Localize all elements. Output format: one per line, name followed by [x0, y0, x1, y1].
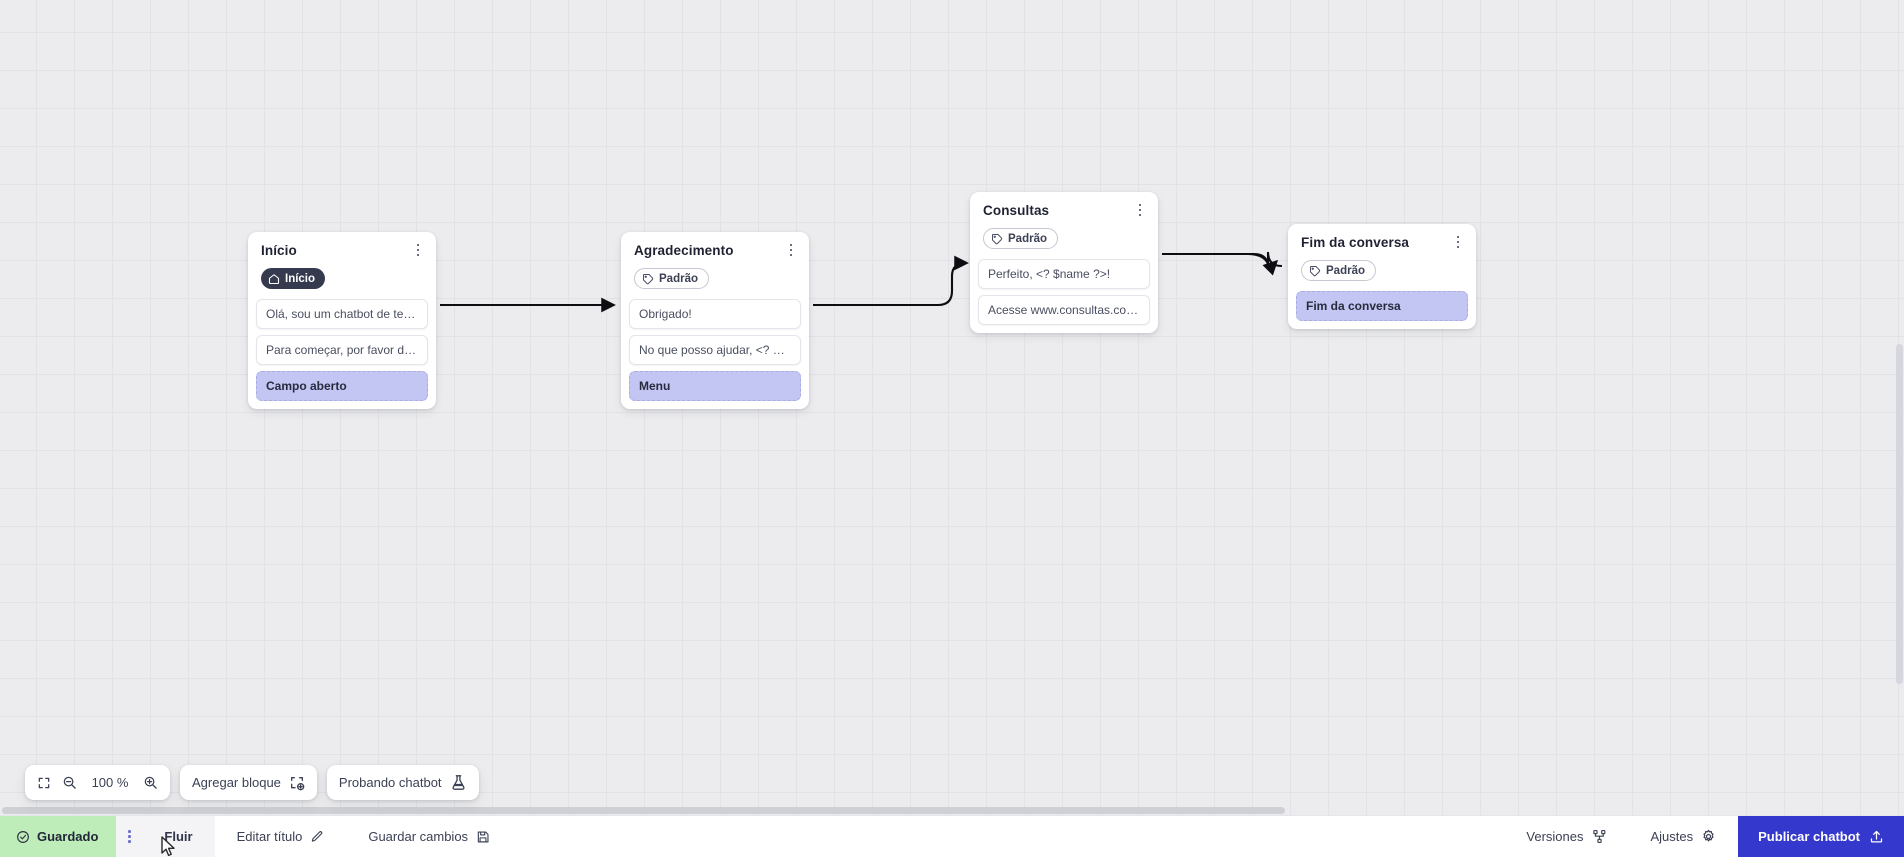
- test-chatbot-button[interactable]: Probando chatbot: [339, 774, 467, 791]
- check-circle-icon: [17, 830, 29, 843]
- tag-icon: [992, 233, 1003, 244]
- node-title: Fim da conversa: [1301, 235, 1410, 250]
- tab-fluir[interactable]: Fluir: [142, 816, 215, 857]
- flow-node-agradecimento[interactable]: Agradecimento Padrão Obrigado! No que po…: [621, 232, 809, 409]
- edit-title-button[interactable]: Editar título: [215, 816, 347, 857]
- zoom-controls: 100 %: [25, 765, 170, 800]
- gear-icon: [1703, 829, 1714, 842]
- test-chatbot-label: Probando chatbot: [338, 775, 442, 790]
- edge-consultas-fim: [1162, 251, 1283, 269]
- status-bar-left: Guardado Fluir Editar título Guardar cam…: [0, 816, 512, 857]
- node-message[interactable]: Olá, sou um chatbot de teste!: [256, 298, 428, 329]
- node-body: Olá, sou um chatbot de teste! Para começ…: [248, 298, 436, 409]
- horizontal-scrollbar-thumb[interactable]: [2, 807, 1285, 814]
- home-icon: [268, 273, 280, 284]
- node-option[interactable]: Fim da conversa: [1296, 290, 1468, 321]
- node-badge-default: Padrão: [983, 228, 1058, 249]
- test-chatbot-group: Probando chatbot: [326, 765, 479, 800]
- tag-icon: [1310, 265, 1321, 276]
- flow-node-fim-da-conversa[interactable]: Fim da conversa Padrão Fim da conversa: [1288, 224, 1476, 329]
- node-badge-label: Padrão: [1008, 232, 1047, 245]
- add-block-button[interactable]: Agregar bloque: [192, 775, 305, 791]
- settings-label: Ajustes: [1650, 829, 1694, 844]
- flow-node-consultas[interactable]: Consultas Padrão Perfeito, <? $name ?>! …: [970, 192, 1158, 333]
- status-bar-right: Versiones Ajustes Publicar chatbot: [1504, 816, 1904, 857]
- edit-title-label: Editar título: [236, 829, 303, 844]
- node-menu-button[interactable]: [1450, 233, 1466, 251]
- node-badge-default: Padrão: [634, 268, 709, 289]
- tag-icon: [643, 273, 654, 284]
- node-menu-button[interactable]: [783, 241, 799, 259]
- branch-icon: [1592, 829, 1605, 844]
- pencil-icon: [312, 830, 323, 842]
- saved-status-label: Guardado: [37, 829, 99, 844]
- edge-consultas-fim-curve: [1162, 252, 1279, 276]
- tab-fluir-label: Fluir: [164, 829, 193, 844]
- settings-button[interactable]: Ajustes: [1629, 816, 1739, 857]
- node-message[interactable]: No que posso ajudar, <? $name ...: [629, 334, 801, 365]
- node-message[interactable]: Acesse www.consultas.com par...: [978, 294, 1150, 325]
- vertical-dots-icon: [128, 829, 131, 845]
- node-title: Agradecimento: [634, 243, 734, 258]
- zoom-out-icon[interactable]: [62, 775, 77, 790]
- save-changes-button[interactable]: Guardar cambios: [346, 816, 512, 857]
- node-header: Fim da conversa Padrão: [1288, 224, 1476, 291]
- add-block-label: Agregar bloque: [192, 775, 281, 790]
- node-badge-start: Início: [261, 268, 326, 289]
- node-badge-label: Padrão: [659, 272, 698, 285]
- flow-options-menu-button[interactable]: [116, 816, 143, 857]
- node-body: Obrigado! No que posso ajudar, <? $name …: [621, 298, 809, 409]
- publish-chatbot-button[interactable]: Publicar chatbot: [1738, 816, 1904, 857]
- node-header: Consultas Padrão: [970, 192, 1158, 259]
- horizontal-scrollbar[interactable]: [0, 806, 1904, 815]
- node-option[interactable]: Campo aberto: [256, 370, 428, 401]
- node-badge-label: Início: [285, 272, 316, 285]
- node-title: Consultas: [983, 203, 1050, 218]
- canvas-toolbar: 100 % Agregar bloque Probando chatbo: [25, 765, 479, 800]
- vertical-scrollbar-thumb[interactable]: [1896, 344, 1903, 684]
- saved-status-badge: Guardado: [0, 816, 117, 857]
- bottom-status-bar: Guardado Fluir Editar título Guardar cam…: [0, 815, 1904, 857]
- upload-icon: [1870, 830, 1883, 843]
- publish-chatbot-label: Publicar chatbot: [1758, 829, 1860, 844]
- node-body: Perfeito, <? $name ?>! Acesse www.consul…: [970, 258, 1158, 333]
- node-header: Início Início: [248, 232, 436, 299]
- floppy-disk-icon: [477, 830, 489, 843]
- node-header: Agradecimento Padrão: [621, 232, 809, 299]
- node-badge-label: Padrão: [1326, 264, 1365, 277]
- node-title: Início: [261, 243, 297, 258]
- flask-icon: [451, 775, 465, 790]
- zoom-in-icon[interactable]: [143, 775, 158, 790]
- fit-screen-icon[interactable]: [37, 776, 51, 790]
- versions-button[interactable]: Versiones: [1504, 816, 1628, 857]
- node-message[interactable]: Perfeito, <? $name ?>!: [978, 258, 1150, 289]
- node-menu-button[interactable]: [410, 241, 426, 259]
- node-menu-button[interactable]: [1132, 201, 1148, 219]
- add-block-group: Agregar bloque: [180, 765, 317, 800]
- vertical-scrollbar[interactable]: [1895, 0, 1904, 815]
- edge-agradecimento-consultas: [813, 255, 969, 307]
- node-message[interactable]: Para começar, por favor digite o ...: [256, 334, 428, 365]
- node-message[interactable]: Obrigado!: [629, 298, 801, 329]
- node-body: Fim da conversa: [1288, 290, 1476, 329]
- flow-canvas[interactable]: Início Início Olá, sou um chatbot de tes…: [0, 0, 1904, 815]
- zoom-level-value: 100 %: [91, 775, 129, 790]
- add-block-icon: [290, 776, 305, 790]
- versions-label: Versiones: [1526, 829, 1584, 844]
- save-changes-label: Guardar cambios: [368, 829, 469, 844]
- flow-node-inicio[interactable]: Início Início Olá, sou um chatbot de tes…: [248, 232, 436, 409]
- node-badge-default: Padrão: [1301, 260, 1376, 281]
- node-option[interactable]: Menu: [629, 370, 801, 401]
